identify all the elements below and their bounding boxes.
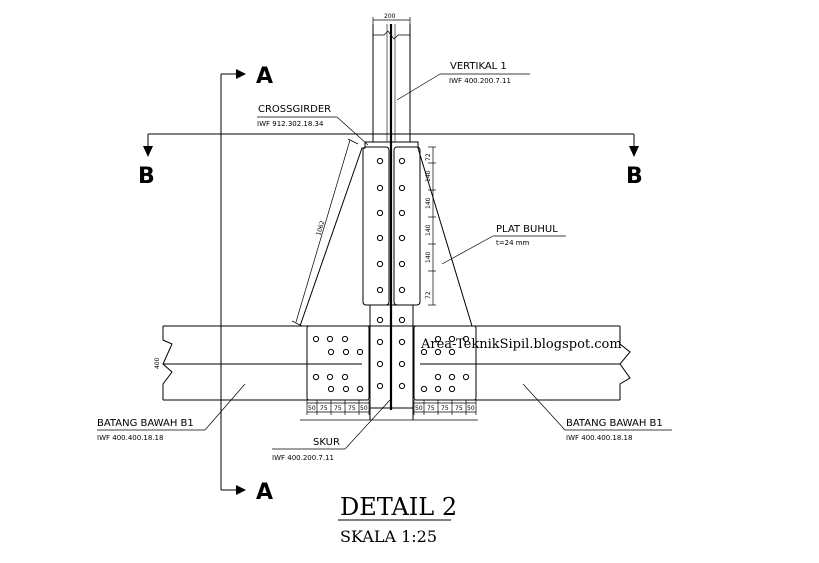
- label-vertikal: VERTIKAL 1 IWF 400.200.7.11: [396, 61, 530, 101]
- bolt: [376, 209, 384, 217]
- crossgirder-plates: [362, 146, 421, 409]
- spacing-dim-6: 72: [425, 291, 432, 299]
- splice-dim-right-4: 75: [455, 405, 463, 412]
- chord-right-profile: IWF 400.400.18.18: [566, 434, 632, 442]
- chord-right-name: BATANG BAWAH B1: [566, 418, 663, 429]
- spacing-dim-2: 140: [425, 170, 432, 182]
- spacing-dim-3: 140: [425, 197, 432, 209]
- bolt: [448, 335, 456, 343]
- bolt: [376, 184, 384, 192]
- bolt: [312, 335, 320, 343]
- bolt: [448, 348, 456, 356]
- detail-title: DETAIL 2: [340, 493, 457, 521]
- bolt: [341, 373, 349, 381]
- splice-dim-left-4: 75: [348, 405, 356, 412]
- bolt: [342, 348, 350, 356]
- crossgirder-name: CROSSGIRDER: [258, 104, 331, 115]
- section-mark-a-top: A: [256, 64, 273, 89]
- splice-dim-right-3: 75: [441, 405, 449, 412]
- splice-dim-left-1: 50: [308, 405, 316, 412]
- splice-dim-left-2: 75: [320, 405, 328, 412]
- bolt: [398, 338, 406, 346]
- bolt: [376, 338, 384, 346]
- bolt: [342, 385, 350, 393]
- label-chord-left: BATANG BAWAH B1 IWF 400.400.18.18: [97, 383, 246, 442]
- chord-left-profile: IWF 400.400.18.18: [97, 434, 163, 442]
- skur-name: SKUR: [313, 437, 340, 448]
- bolt: [398, 286, 406, 294]
- bolt: [326, 373, 334, 381]
- bolt: [376, 360, 384, 368]
- vertikal-name: VERTIKAL 1: [450, 61, 507, 72]
- bolt: [434, 348, 442, 356]
- bolt: [398, 260, 406, 268]
- chord-left-name: BATANG BAWAH B1: [97, 418, 194, 429]
- title-block: DETAIL 2 SKALA 1:25: [338, 493, 457, 546]
- bolt: [376, 260, 384, 268]
- bolt: [398, 209, 406, 217]
- section-mark-a-bottom: A: [256, 480, 273, 505]
- bolt: [376, 316, 384, 324]
- bolt: [434, 373, 442, 381]
- bolt: [448, 385, 456, 393]
- gusset-diagonal-dim: 1062: [315, 220, 326, 237]
- bolt: [326, 335, 334, 343]
- section-line-a: A A: [220, 64, 273, 505]
- splice-dim-left-3: 75: [334, 405, 342, 412]
- bolt: [376, 286, 384, 294]
- bolt: [434, 335, 442, 343]
- label-chord-right: BATANG BAWAH B1 IWF 400.400.18.18: [522, 383, 672, 442]
- bolt: [341, 335, 349, 343]
- bolt: [376, 157, 384, 165]
- bolt: [327, 348, 335, 356]
- plat-buhul-name: PLAT BUHUL: [496, 224, 558, 235]
- label-crossgirder: CROSSGIRDER IWF 912.302.18.34: [257, 104, 369, 146]
- vertical-member: 200: [372, 13, 411, 410]
- bolt: [420, 385, 428, 393]
- bolt: [376, 382, 384, 390]
- bolt-group: [312, 157, 470, 393]
- bolt: [398, 360, 406, 368]
- bolt: [434, 385, 442, 393]
- bolt: [420, 348, 428, 356]
- spacing-dim-1: 72: [425, 153, 432, 161]
- vertical-width-dim: 200: [384, 13, 396, 20]
- splice-dim-right-5: 50: [467, 405, 475, 412]
- bolt-spacing-dimension: 72 140 140 140 140 72: [425, 146, 436, 306]
- vertikal-profile: IWF 400.200.7.11: [449, 77, 511, 85]
- bolt: [356, 348, 364, 356]
- section-mark-b-right: B: [626, 164, 643, 189]
- bolt: [398, 234, 406, 242]
- spacing-dim-4: 140: [425, 224, 432, 236]
- chord-height-dim: 400: [154, 357, 161, 369]
- bolt: [398, 316, 406, 324]
- label-plat-buhul: PLAT BUHUL t=24 mm: [441, 224, 566, 265]
- splice-dim-left-5: 50: [360, 405, 368, 412]
- bolt: [398, 184, 406, 192]
- bolt: [356, 385, 364, 393]
- bolt: [327, 385, 335, 393]
- bolt: [462, 335, 470, 343]
- section-line-b: B B: [138, 133, 643, 189]
- bolt: [462, 373, 470, 381]
- bolt: [398, 157, 406, 165]
- gusset-plate: 1062: [291, 138, 473, 327]
- chord-splice-plates: 50 75 75 75 50 50 75 75 75 50: [306, 325, 477, 415]
- scale-label: SKALA 1:25: [340, 527, 437, 546]
- splice-dim-right-2: 75: [427, 405, 435, 412]
- label-skur: SKUR IWF 400.200.7.11: [272, 399, 391, 462]
- plat-buhul-thickness: t=24 mm: [496, 239, 530, 247]
- bolt: [376, 234, 384, 242]
- skur-member: [300, 408, 478, 421]
- spacing-dim-5: 140: [425, 251, 432, 263]
- splice-dim-right-1: 50: [415, 405, 423, 412]
- bolt: [312, 373, 320, 381]
- watermark-text: Area-TeknikSipil.blogspot.com: [420, 337, 622, 352]
- bolt: [448, 373, 456, 381]
- bolt: [398, 382, 406, 390]
- crossgirder-profile: IWF 912.302.18.34: [257, 120, 324, 128]
- section-mark-b-left: B: [138, 164, 155, 189]
- skur-profile: IWF 400.200.7.11: [272, 454, 334, 462]
